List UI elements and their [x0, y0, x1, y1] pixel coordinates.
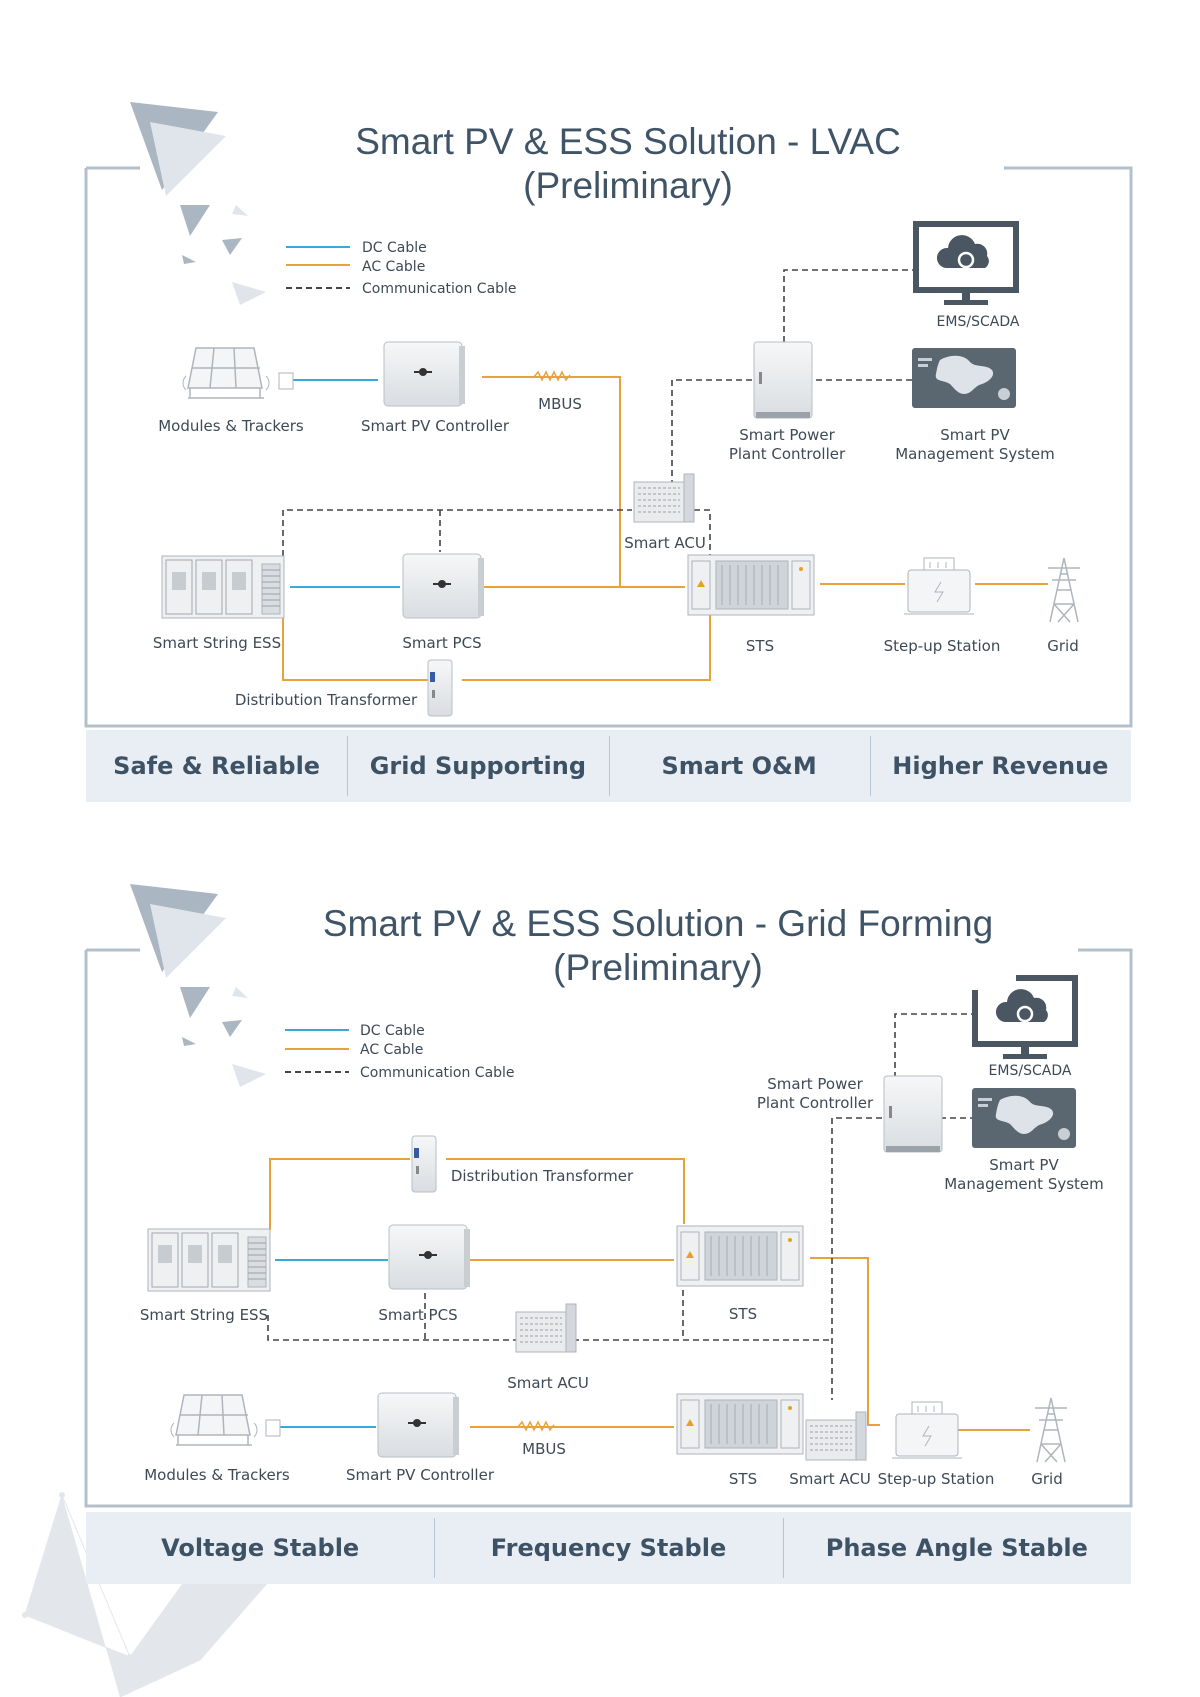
benefit-item: Smart O&M [608, 730, 870, 802]
sts-bottom-label: STS [729, 1470, 757, 1488]
legend-dc-label: DC Cable [360, 1023, 425, 1039]
pv-controller-icon [383, 341, 466, 407]
legend: DC Cable AC Cable Communication Cable [286, 240, 517, 297]
ems-label: EMS/SCADA [989, 1063, 1072, 1079]
benefit-item: Higher Revenue [869, 730, 1131, 802]
power-plant-controller-icon [753, 341, 813, 419]
cables [282, 269, 1048, 681]
distribution-transformer-icon [411, 1135, 437, 1193]
sts-icon [676, 1393, 804, 1455]
distribution-transformer-icon [427, 659, 453, 717]
title-line-1: Smart PV & ESS Solution - LVAC [355, 121, 901, 162]
legend-comm-label: Communication Cable [360, 1065, 515, 1081]
sts-top-label: STS [729, 1305, 757, 1323]
acu-bottom-label: Smart ACU [789, 1470, 871, 1488]
ems-scada-monitor-icon [975, 978, 1075, 1059]
cables [267, 1013, 1030, 1432]
grid-tower-icon [1047, 557, 1081, 623]
decorative-triangles [130, 884, 266, 1087]
legend-dc-label: DC Cable [362, 240, 427, 256]
step-up-label: Step-up Station [878, 1470, 995, 1488]
grid-label: Grid [1047, 637, 1078, 655]
diagram-lvac: DC Cable AC Cable Communication Cable [84, 102, 1133, 728]
benefit-item: Phase Angle Stable [782, 1512, 1131, 1584]
solar-modules-icon [182, 347, 294, 399]
step-up-station-icon [891, 1401, 963, 1459]
benefit-item: Voltage Stable [161, 1534, 360, 1562]
benefit-item: Frequency Stable [434, 1512, 782, 1584]
modules-label: Modules & Trackers [158, 417, 304, 435]
mbus-label: MBUS [538, 395, 582, 413]
legend-ac-label: AC Cable [360, 1042, 423, 1058]
grid-label: Grid [1031, 1470, 1062, 1488]
step-up-label: Step-up Station [884, 637, 1001, 655]
diagram-grid-forming: DC Cable AC Cable Communication Cable [84, 884, 1133, 1508]
smart-pcs-icon [388, 1224, 471, 1290]
ems-label: EMS/SCADA [937, 314, 1020, 330]
title-line-2: (Preliminary) [553, 947, 763, 988]
legend-ac-label: AC Cable [362, 259, 425, 275]
pv-controller-label: Smart PV Controller [361, 417, 510, 435]
smart-acu-icon [633, 473, 695, 523]
sts-icon [676, 1225, 804, 1287]
title-line-1: Smart PV & ESS Solution - Grid Forming [322, 903, 994, 944]
ems-scada-monitor-icon [916, 224, 1016, 305]
smart-acu-icon [805, 1411, 867, 1461]
pcs-label: Smart PCS [378, 1306, 457, 1324]
string-ess-icon [161, 555, 285, 619]
management-system-icon [912, 348, 1016, 408]
acu-label: Smart ACU [624, 534, 706, 552]
benefits-bar: Voltage Stable Frequency Stable Phase An… [86, 1512, 1131, 1584]
sts-icon [687, 554, 815, 616]
sts-label: STS [746, 637, 774, 655]
acu-mid-label: Smart ACU [507, 1374, 589, 1392]
solar-modules-icon [170, 1394, 281, 1446]
benefits-bar: Safe & Reliable Grid Supporting Smart O&… [86, 730, 1131, 802]
title-line-2: (Preliminary) [523, 165, 733, 206]
diagram-frame [84, 948, 1133, 1508]
legend: DC Cable AC Cable Communication Cable [285, 1023, 515, 1081]
string-ess-icon [147, 1228, 271, 1292]
string-ess-label: Smart String ESS [153, 634, 281, 652]
transformer-label: Distribution Transformer [235, 691, 418, 709]
power-plant-controller-icon [883, 1075, 943, 1153]
smart-acu-icon [515, 1303, 577, 1353]
transformer-label: Distribution Transformer [451, 1167, 634, 1185]
step-up-station-icon [903, 557, 975, 615]
pv-controller-label: Smart PV Controller [346, 1466, 495, 1484]
benefit-item: Grid Supporting [347, 730, 608, 802]
mbus-label: MBUS [522, 1440, 566, 1458]
management-system-icon [972, 1088, 1076, 1148]
smart-pcs-icon [402, 553, 485, 619]
diagram-frame [84, 166, 1133, 728]
diagram-title: Smart PV & ESS Solution - Grid Forming (… [300, 902, 1016, 990]
decorative-triangles [130, 102, 266, 305]
pv-controller-icon [377, 1392, 460, 1458]
pcs-label: Smart PCS [402, 634, 481, 652]
modules-label: Modules & Trackers [144, 1466, 290, 1484]
string-ess-label: Smart String ESS [140, 1306, 268, 1324]
grid-tower-icon [1034, 1397, 1068, 1463]
diagram-title: Smart PV & ESS Solution - LVAC (Prelimin… [330, 120, 926, 208]
legend-comm-label: Communication Cable [362, 281, 517, 297]
labels: Modules & Trackers Smart PV Controller M… [153, 314, 1079, 709]
benefit-item: Safe & Reliable [113, 752, 321, 780]
